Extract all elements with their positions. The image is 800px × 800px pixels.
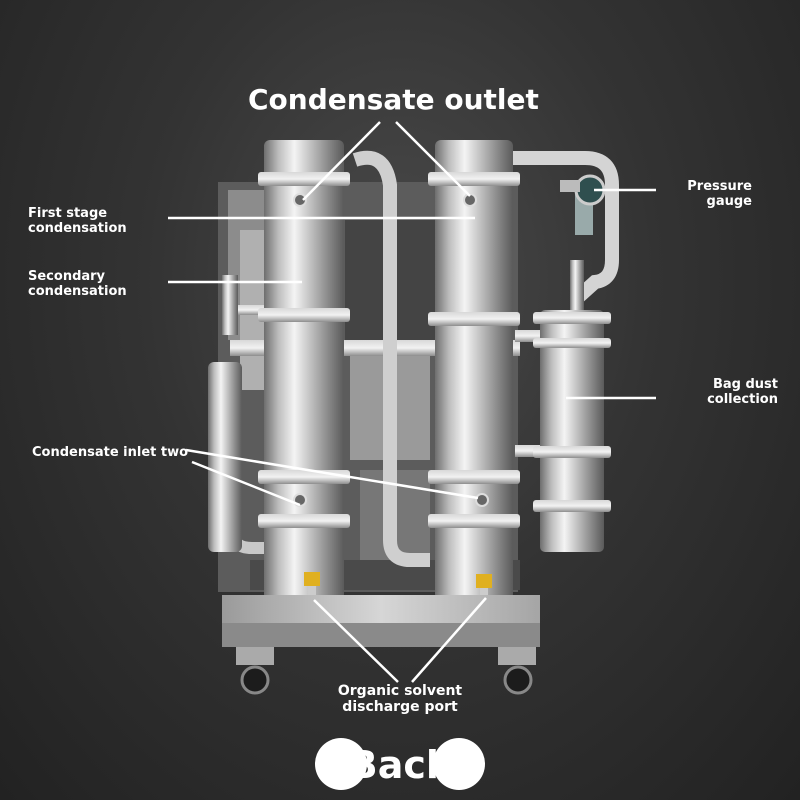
first-stage-label: First stage condensation [28, 206, 127, 236]
leader-inlet-left [191, 460, 301, 507]
organic-solvent-line2: discharge port [342, 699, 458, 715]
leader-discharge-left [313, 599, 399, 683]
first-stage-line1: First stage [28, 206, 108, 221]
condensate-outlet-label: Condensate outlet [248, 83, 539, 116]
bag-dust-line2: collection [707, 392, 778, 407]
pressure-gauge-device [560, 174, 606, 235]
pressure-gauge-line2: gauge [706, 194, 752, 209]
back-left-circle [315, 738, 367, 790]
leader-inlet-right [185, 448, 479, 500]
back-right-circle [433, 738, 485, 790]
leader-outlet-left [302, 121, 381, 201]
pressure-gauge-line1: Pressure [687, 179, 752, 194]
back-button[interactable]: Back [315, 738, 485, 794]
secondary-line1: Secondary [28, 269, 106, 284]
bag-dust-collector [533, 260, 611, 552]
secondary-line2: condensation [28, 284, 127, 299]
bag-dust-label: Bag dust collection [660, 377, 778, 407]
bag-dust-line1: Bag dust [712, 377, 778, 392]
first-condenser-column [258, 140, 350, 600]
base-platform [222, 595, 540, 665]
leader-discharge-right [411, 597, 487, 683]
leader-lines [168, 121, 656, 683]
organic-solvent-label: Organic solvent discharge port [315, 683, 485, 715]
organic-solvent-line1: Organic solvent [337, 683, 463, 699]
secondary-label: Secondary condensation [28, 269, 127, 299]
back-button-label: Back [348, 743, 452, 787]
caster-wheels [240, 665, 533, 695]
second-condenser-column [428, 140, 520, 600]
first-stage-line2: condensation [28, 221, 127, 236]
leader-outlet-right [395, 121, 471, 197]
condensate-inlet-two-label: Condensate inlet two [32, 445, 189, 460]
pressure-gauge-label: Pressure gauge [660, 179, 752, 209]
side-cyclone-pipe [208, 275, 242, 552]
